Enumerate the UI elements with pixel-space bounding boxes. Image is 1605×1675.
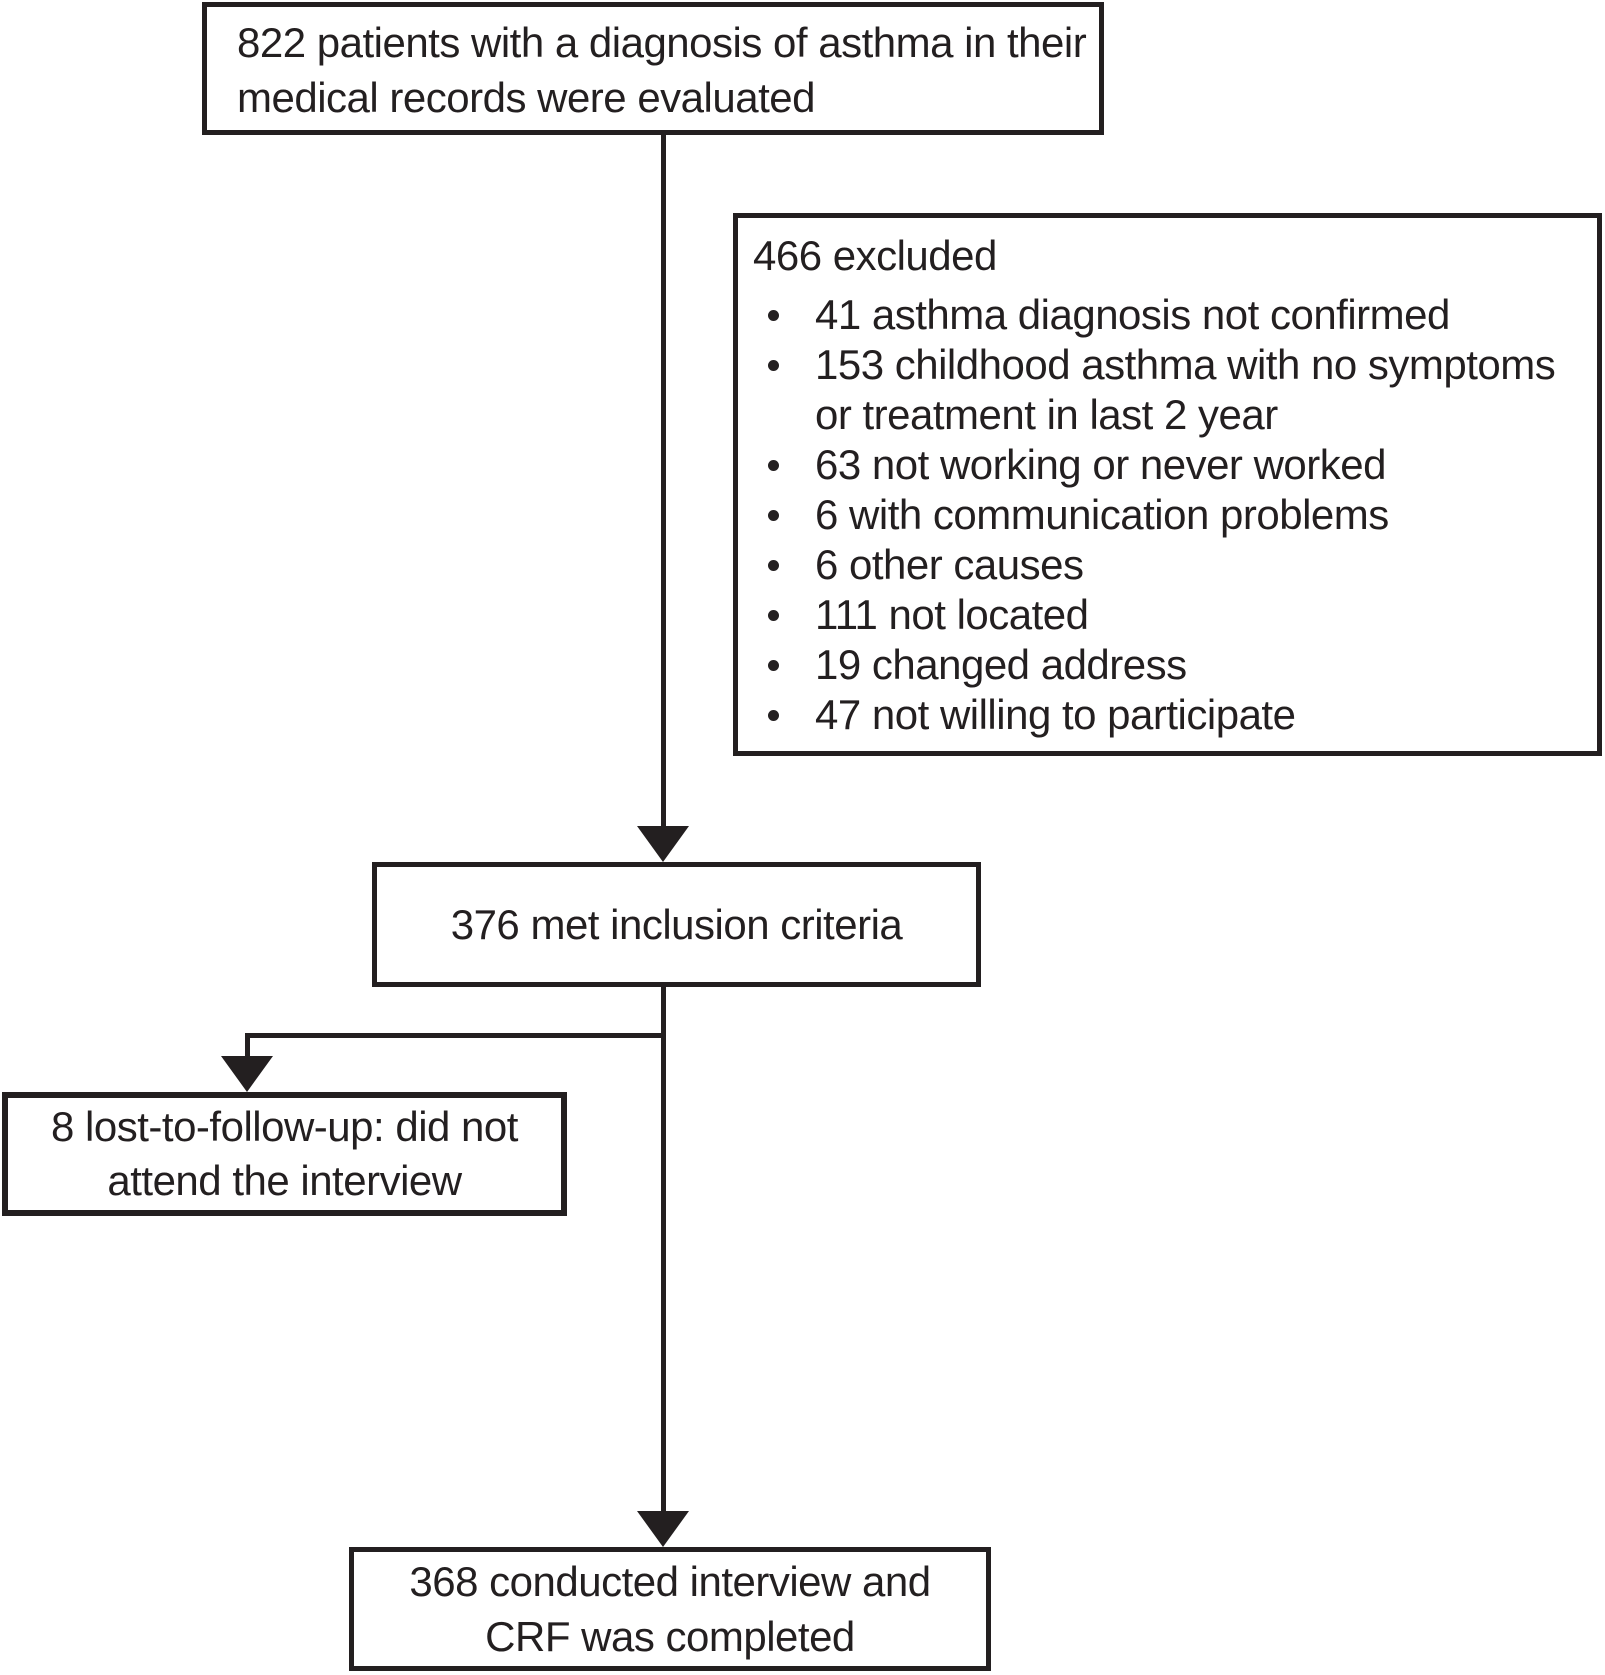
bullet-icon xyxy=(768,310,779,321)
exclusion-item-text: 47 not willing to participate xyxy=(815,691,1296,738)
connector-branch-to-lost xyxy=(245,1033,666,1038)
evaluated-patients-box: 822 patients with a diagnosis of asthma … xyxy=(202,2,1104,135)
exclusion-item-text: 19 changed address xyxy=(815,641,1187,688)
exclusion-item: 153 childhood asthma with no symptoms or… xyxy=(752,340,1583,440)
arrow-down-icon xyxy=(637,826,689,862)
exclusion-item: 19 changed address xyxy=(752,640,1583,690)
connector-evaluated-to-inclusion xyxy=(661,135,666,830)
exclusion-item-text: 41 asthma diagnosis not confirmed xyxy=(815,291,1450,338)
arrow-down-icon xyxy=(637,1511,689,1547)
bullet-icon xyxy=(768,710,779,721)
exclusion-item: 63 not working or never worked xyxy=(752,440,1583,490)
lost-to-followup-box: 8 lost-to-follow-up: did not attend the … xyxy=(2,1092,567,1216)
bullet-icon xyxy=(768,510,779,521)
connector-inclusion-to-completed xyxy=(661,987,666,1513)
exclusion-reason-list: 41 asthma diagnosis not confirmed 153 ch… xyxy=(752,290,1583,740)
bullet-icon xyxy=(768,660,779,671)
excluded-box: 466 excluded 41 asthma diagnosis not con… xyxy=(733,213,1602,756)
connector-branch-stub xyxy=(245,1033,250,1061)
bullet-icon xyxy=(768,560,779,571)
excluded-heading: 466 excluded xyxy=(753,232,997,279)
exclusion-item-text: 6 with communication problems xyxy=(815,491,1389,538)
interview-completed-box: 368 conducted interview and CRF was comp… xyxy=(349,1547,991,1671)
exclusion-item: 6 other causes xyxy=(752,540,1583,590)
exclusion-item: 47 not willing to participate xyxy=(752,690,1583,740)
exclusion-item: 111 not located xyxy=(752,590,1583,640)
exclusion-item-text: 153 childhood asthma with no symptoms or… xyxy=(815,341,1556,438)
exclusion-item: 41 asthma diagnosis not confirmed xyxy=(752,290,1583,340)
bullet-icon xyxy=(768,460,779,471)
bullet-icon xyxy=(768,610,779,621)
arrow-down-icon xyxy=(221,1056,273,1092)
inclusion-criteria-box: 376 met inclusion criteria xyxy=(372,862,981,987)
bullet-icon xyxy=(768,360,779,371)
exclusion-item-text: 63 not working or never worked xyxy=(815,441,1386,488)
exclusion-item-text: 6 other causes xyxy=(815,541,1084,588)
exclusion-item: 6 with communication problems xyxy=(752,490,1583,540)
exclusion-item-text: 111 not located xyxy=(815,591,1089,638)
